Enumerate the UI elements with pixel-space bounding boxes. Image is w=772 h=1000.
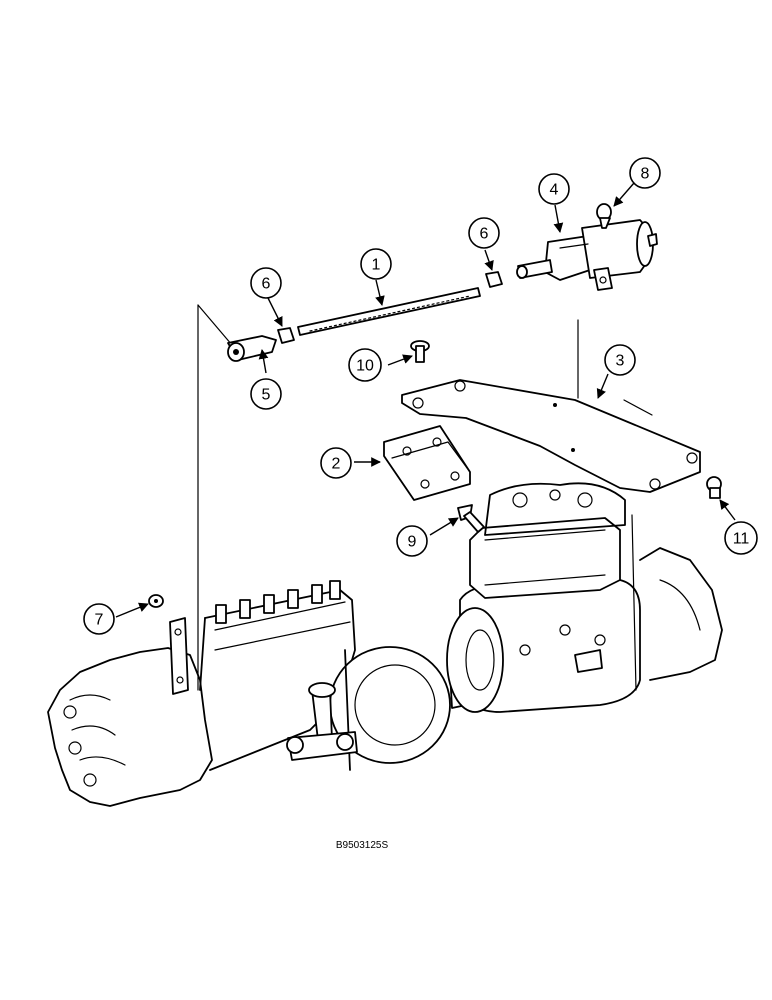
breather-fitting bbox=[596, 203, 612, 229]
jam-nut-right bbox=[485, 271, 503, 288]
mounting-bracket-large bbox=[401, 319, 701, 493]
engine-assembly bbox=[47, 304, 723, 807]
callout-1: 1 bbox=[360, 248, 392, 280]
nut-7 bbox=[148, 594, 164, 608]
callout-2: 2 bbox=[320, 447, 352, 479]
callout-2-label: 2 bbox=[332, 456, 341, 473]
callout-6-right: 6 bbox=[468, 217, 500, 249]
callout-6-left-label: 6 bbox=[262, 276, 271, 293]
callout-9: 9 bbox=[396, 525, 428, 557]
bolt-11 bbox=[706, 476, 722, 499]
callout-7: 7 bbox=[83, 603, 115, 635]
callout-11-label: 11 bbox=[733, 531, 750, 548]
rod-end-ball-joint bbox=[227, 335, 277, 362]
injection-pump-plungers bbox=[215, 580, 341, 624]
callout-3: 3 bbox=[604, 344, 636, 376]
jam-nut-left bbox=[277, 327, 295, 344]
callout-1-label: 1 bbox=[372, 257, 381, 274]
callout-11: 11 bbox=[724, 521, 758, 555]
air-cylinder bbox=[516, 219, 658, 291]
callout-7-label: 7 bbox=[95, 612, 104, 629]
callout-8: 8 bbox=[629, 157, 661, 189]
air-compressor bbox=[446, 482, 641, 713]
callout-3-label: 3 bbox=[616, 353, 625, 370]
callout-5-label: 5 bbox=[262, 387, 271, 404]
callout-4-label: 4 bbox=[550, 182, 559, 199]
callout-leaders bbox=[115, 182, 736, 618]
figure-code: B9503125S bbox=[336, 840, 389, 851]
callout-5: 5 bbox=[250, 378, 282, 410]
callout-10-label: 10 bbox=[356, 358, 374, 375]
callout-9-label: 9 bbox=[408, 534, 417, 551]
bolt-10 bbox=[410, 340, 430, 363]
bolt-9 bbox=[457, 504, 485, 533]
control-rod bbox=[297, 287, 481, 336]
callout-6-left: 6 bbox=[250, 267, 282, 299]
callout-4: 4 bbox=[538, 173, 570, 205]
angle-bracket bbox=[383, 425, 471, 501]
callout-8-label: 8 bbox=[641, 166, 650, 183]
callout-10: 10 bbox=[348, 348, 382, 382]
callout-6-right-label: 6 bbox=[480, 226, 489, 243]
